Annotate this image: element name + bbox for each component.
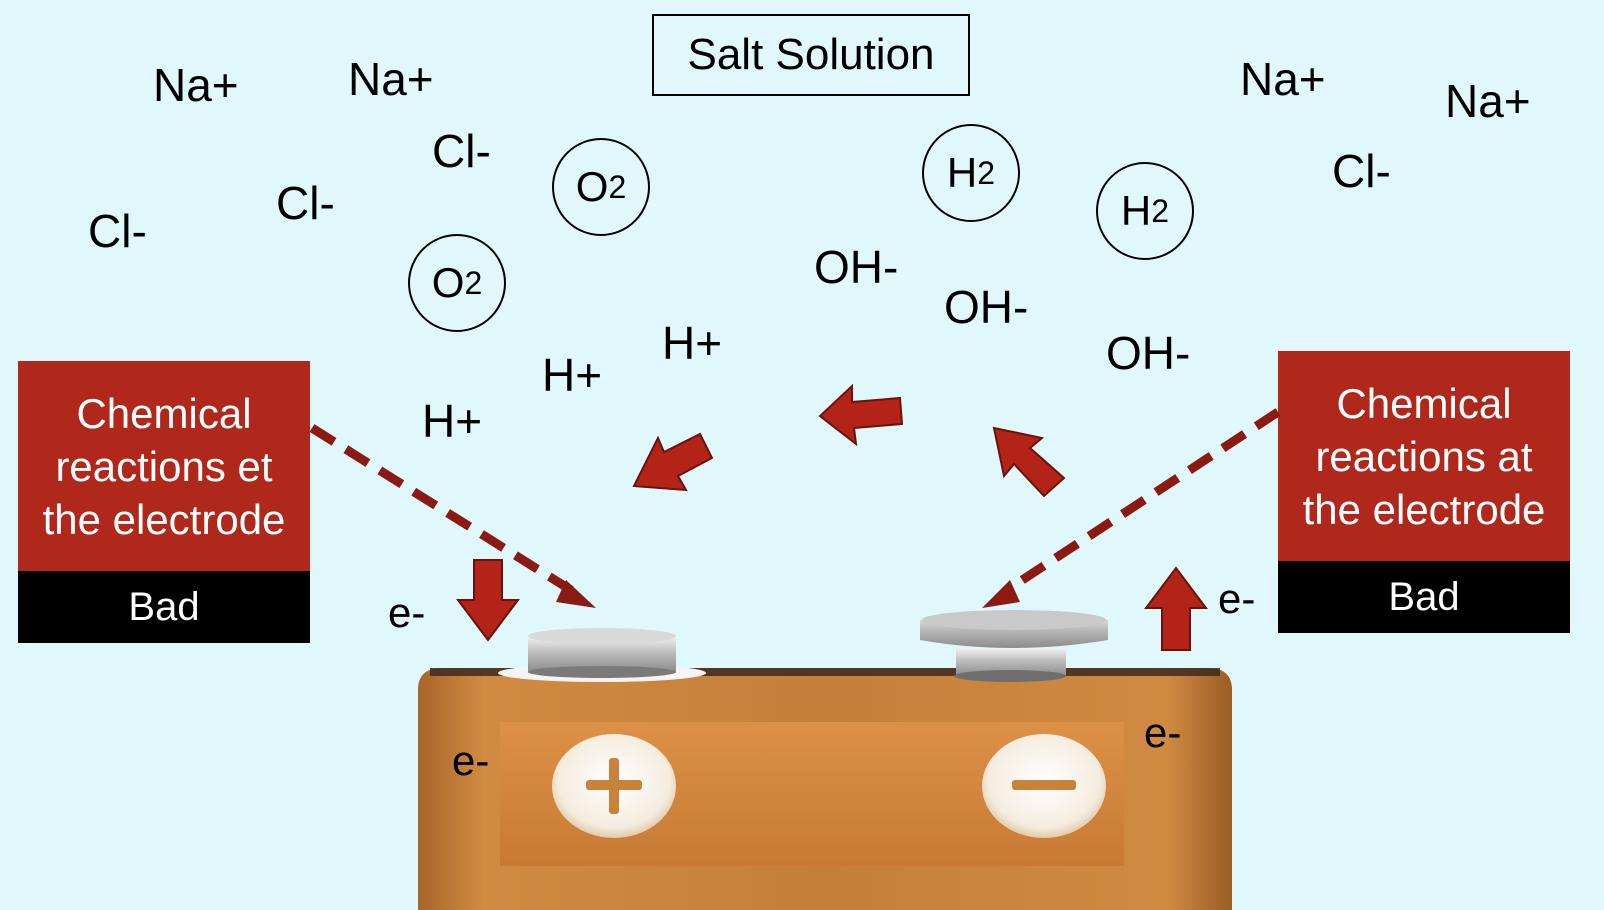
- ion-na-1: Na+: [153, 59, 239, 111]
- left-electrode-note: Chemical reactions et the electrode Bad: [18, 361, 310, 643]
- ion-h-1: H+: [422, 395, 483, 447]
- right-electrode-note: Chemical reactions at the electrode Bad: [1278, 351, 1570, 633]
- electron-label: e-: [388, 589, 426, 636]
- dashed-arrow-left: [309, 424, 596, 608]
- gas-symbol: O: [431, 259, 465, 306]
- ion-na-3: Na+: [1240, 53, 1326, 105]
- ion-cl-3: Cl-: [432, 125, 491, 177]
- right-note-label: Bad: [1278, 561, 1570, 633]
- ion-cl-2: Cl-: [276, 177, 335, 229]
- ion-na-4: Na+: [1445, 75, 1531, 127]
- ion-cl-1: Cl-: [88, 205, 147, 257]
- title-text: Salt Solution: [687, 30, 935, 79]
- ion-h-3: H+: [662, 317, 723, 369]
- left-note-text: Chemical reactions et the electrode: [18, 361, 310, 571]
- right-note-text: Chemical reactions at the electrode: [1278, 351, 1570, 561]
- arrow-down-electron: [456, 559, 520, 642]
- electron-label: e-: [1144, 709, 1182, 756]
- gas-subscript: 2: [1151, 192, 1170, 229]
- positive-terminal: [498, 628, 706, 682]
- negative-terminal: [920, 610, 1108, 682]
- gas-symbol: H: [946, 149, 978, 196]
- ion-cl-4: Cl-: [1332, 145, 1391, 197]
- arrow-into-solution-right: [992, 426, 1066, 498]
- minus-icon: [982, 734, 1106, 838]
- ion-na-2: Na+: [348, 53, 434, 105]
- gas-symbol: H: [1120, 187, 1152, 234]
- left-note-label: Bad: [18, 571, 310, 643]
- gas-symbol: O: [575, 163, 609, 210]
- gas-subscript: 2: [464, 264, 483, 301]
- electron-label: e-: [452, 737, 490, 784]
- dashed-arrow-right: [982, 408, 1281, 608]
- gas-subscript: 2: [608, 168, 627, 205]
- plus-icon: [552, 734, 676, 838]
- arrow-up-electron: [1144, 566, 1208, 651]
- arrow-into-solution-left: [632, 432, 714, 492]
- gas-subscript: 2: [977, 154, 996, 191]
- arrow-into-solution-middle: [818, 383, 904, 447]
- ion-oh-2: OH-: [944, 281, 1029, 333]
- ion-h-2: H+: [542, 349, 603, 401]
- ion-oh-1: OH-: [814, 241, 899, 293]
- battery: [418, 668, 1232, 910]
- electron-label: e-: [1218, 575, 1256, 622]
- title-box: Salt Solution: [652, 14, 970, 96]
- ion-oh-3: OH-: [1106, 327, 1191, 379]
